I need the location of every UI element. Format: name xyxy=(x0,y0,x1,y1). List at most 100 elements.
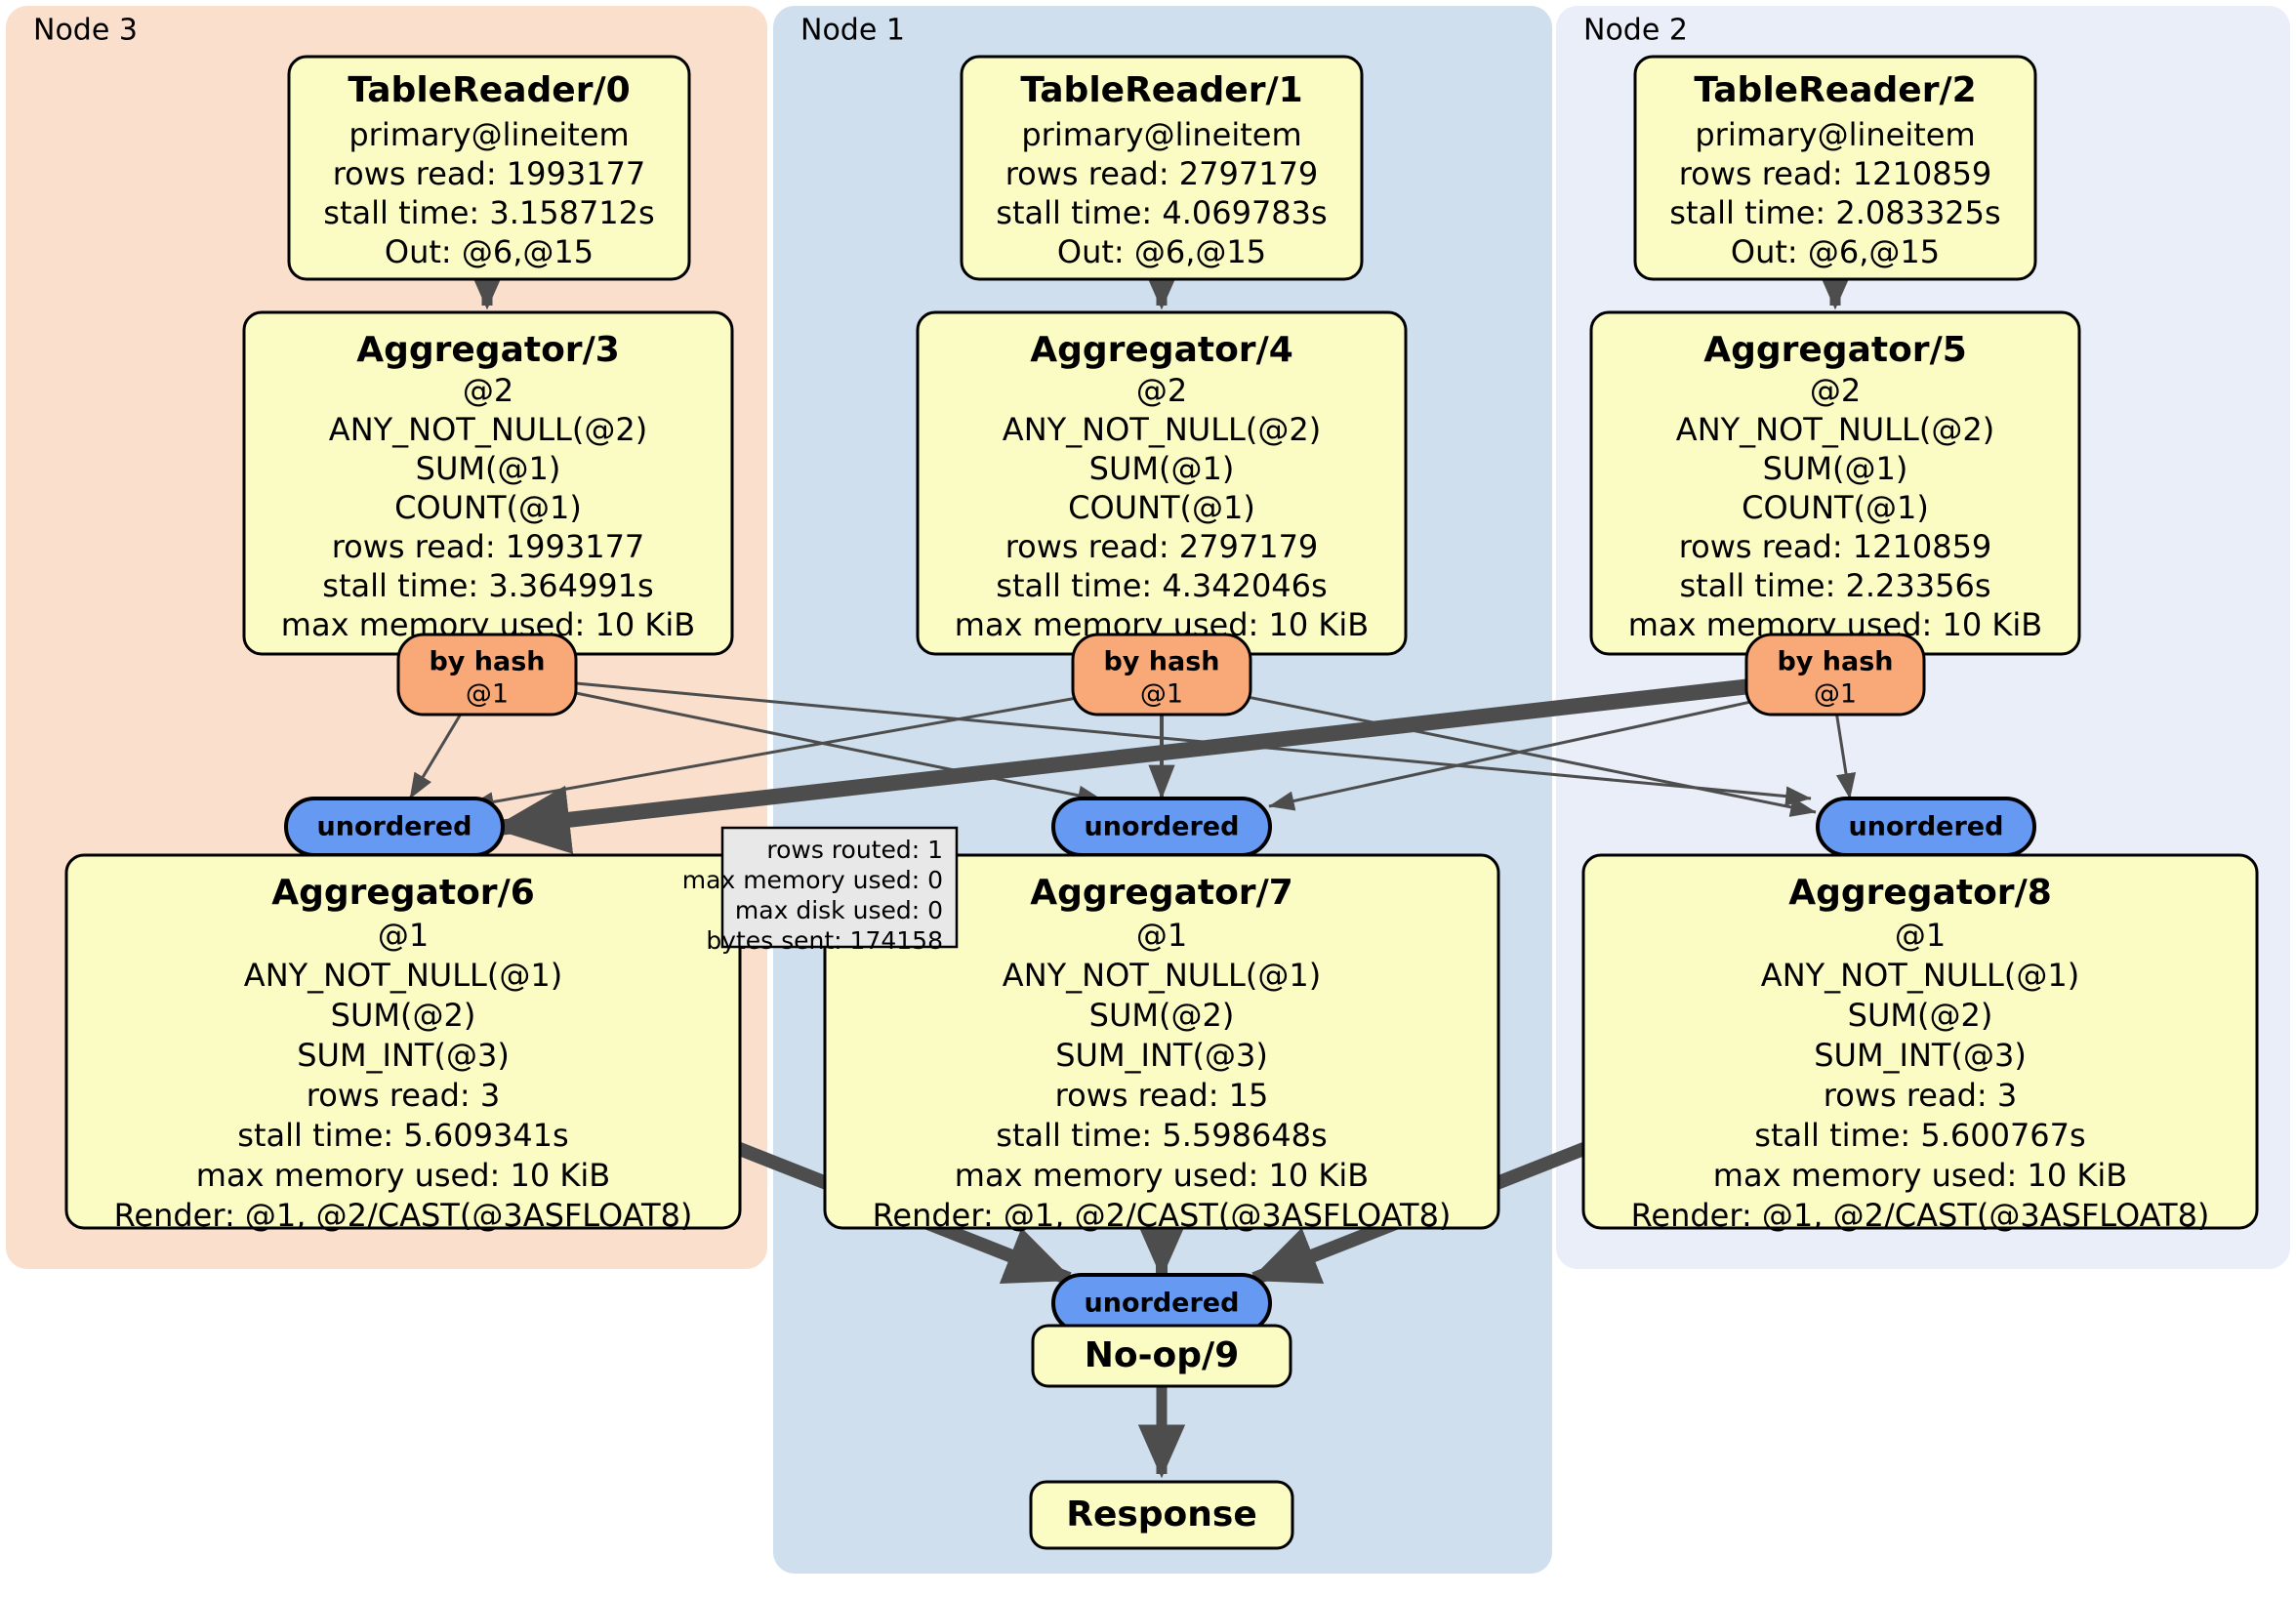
aggregator-6-title: Aggregator/6 xyxy=(271,873,535,913)
table-reader-0-line-3: Out: @6,@15 xyxy=(385,233,594,270)
aggregator-4-line-4: rows read: 2797179 xyxy=(1005,528,1319,565)
aggregator-7[interactable]: Aggregator/7 @1 ANY_NOT_NULL(@1) SUM(@2)… xyxy=(823,853,1500,1234)
aggregator-7-line-2: SUM(@2) xyxy=(1089,997,1235,1034)
aggregator-7-title: Aggregator/7 xyxy=(1030,873,1293,913)
receiver-node-2-label: unordered xyxy=(1849,812,2004,842)
response-label: Response xyxy=(1066,1495,1257,1535)
receiver-unordered-node-3[interactable]: unordered xyxy=(284,797,505,857)
router-node-2-sub: @1 xyxy=(1814,679,1857,710)
aggregator-6-line-2: SUM(@2) xyxy=(331,997,476,1034)
aggregator-8-line-0: @1 xyxy=(1895,917,1946,954)
aggregator-6-line-5: stall time: 5.609341s xyxy=(237,1117,568,1154)
router-node-2-title: by hash xyxy=(1777,647,1893,677)
table-reader-1-line-2: stall time: 4.069783s xyxy=(996,194,1327,231)
aggregator-6-line-3: SUM_INT(@3) xyxy=(297,1037,510,1074)
aggregator-4-title: Aggregator/4 xyxy=(1030,330,1293,370)
aggregator-8-title: Aggregator/8 xyxy=(1788,873,2052,913)
aggregator-6-line-0: @1 xyxy=(378,917,429,954)
receiver-unordered-final[interactable]: unordered xyxy=(1051,1273,1272,1333)
aggregator-7-line-1: ANY_NOT_NULL(@1) xyxy=(1003,957,1321,994)
table-reader-0-line-2: stall time: 3.158712s xyxy=(323,194,654,231)
aggregator-8-line-1: ANY_NOT_NULL(@1) xyxy=(1761,957,2079,994)
aggregator-8-line-5: stall time: 5.600767s xyxy=(1754,1117,2085,1154)
edges-router-to-receiver xyxy=(408,676,1857,854)
router-node-1-title: by hash xyxy=(1103,647,1219,677)
aggregator-3-line-4: rows read: 1993177 xyxy=(332,528,645,565)
tooltip-line-0: rows routed: 1 xyxy=(766,836,943,864)
tooltip-line-2: max disk used: 0 xyxy=(735,896,943,924)
aggregator-5[interactable]: Aggregator/5 @2 ANY_NOT_NULL(@2) SUM(@1)… xyxy=(1589,310,2081,656)
table-reader-2[interactable]: TableReader/2 primary@lineitem rows read… xyxy=(1633,55,2037,281)
table-reader-2-title: TableReader/2 xyxy=(1694,70,1976,110)
aggregator-4-line-5: stall time: 4.342046s xyxy=(996,567,1327,604)
tooltip-line-1: max memory used: 0 xyxy=(682,866,943,894)
aggregator-3-line-1: ANY_NOT_NULL(@2) xyxy=(329,411,647,448)
aggregator-3-title: Aggregator/3 xyxy=(356,330,620,370)
aggregator-8-line-2: SUM(@2) xyxy=(1848,997,1993,1034)
aggregator-7-line-6: max memory used: 10 KiB xyxy=(955,1157,1369,1194)
router-by-hash-node-1[interactable]: by hash @1 xyxy=(1071,633,1252,717)
aggregator-8-line-3: SUM_INT(@3) xyxy=(1814,1037,2027,1074)
router-by-hash-node-3[interactable]: by hash @1 xyxy=(396,633,578,717)
table-reader-1[interactable]: TableReader/1 primary@lineitem rows read… xyxy=(960,55,1364,281)
table-reader-0-title: TableReader/0 xyxy=(348,70,630,110)
aggregator-8-line-4: rows read: 3 xyxy=(1824,1077,2017,1114)
aggregator-3-line-5: stall time: 3.364991s xyxy=(322,567,653,604)
router-node-1-sub: @1 xyxy=(1140,679,1183,710)
table-reader-2-line-2: stall time: 2.083325s xyxy=(1669,194,2000,231)
table-reader-2-line-0: primary@lineitem xyxy=(1695,116,1975,153)
aggregator-7-line-3: SUM_INT(@3) xyxy=(1055,1037,1268,1074)
band-label-node-3: Node 3 xyxy=(33,14,138,48)
aggregator-7-line-4: rows read: 15 xyxy=(1055,1077,1269,1114)
tooltip-line-3: bytes sent: 174158 xyxy=(706,926,943,955)
aggregator-5-line-5: stall time: 2.23356s xyxy=(1679,567,1990,604)
receiver-node-3-label: unordered xyxy=(317,812,472,842)
aggregator-3-line-3: COUNT(@1) xyxy=(394,489,582,526)
aggregator-7-line-0: @1 xyxy=(1136,917,1187,954)
aggregator-4-line-0: @2 xyxy=(1136,372,1187,409)
table-reader-0[interactable]: TableReader/0 primary@lineitem rows read… xyxy=(287,55,691,281)
aggregator-6[interactable]: Aggregator/6 @1 ANY_NOT_NULL(@1) SUM(@2)… xyxy=(64,853,742,1234)
aggregator-5-line-2: SUM(@1) xyxy=(1763,450,1908,487)
aggregator-7-line-7: Render: @1, @2/CAST(@3ASFLOAT8) xyxy=(873,1197,1452,1234)
aggregator-4-line-1: ANY_NOT_NULL(@2) xyxy=(1003,411,1321,448)
band-label-node-1: Node 1 xyxy=(800,14,905,48)
aggregator-8-line-7: Render: @1, @2/CAST(@3ASFLOAT8) xyxy=(1631,1197,2210,1234)
aggregator-5-line-0: @2 xyxy=(1810,372,1861,409)
receiver-node-1-label: unordered xyxy=(1085,812,1240,842)
response-node[interactable]: Response xyxy=(1029,1480,1294,1550)
aggregator-3[interactable]: Aggregator/3 @2 ANY_NOT_NULL(@2) SUM(@1)… xyxy=(242,310,734,656)
table-reader-1-line-3: Out: @6,@15 xyxy=(1057,233,1266,270)
no-op-9-label: No-op/9 xyxy=(1085,1335,1240,1375)
table-reader-2-line-1: rows read: 1210859 xyxy=(1679,155,1992,192)
receiver-unordered-node-1[interactable]: unordered xyxy=(1051,797,1272,857)
aggregator-4-line-2: SUM(@1) xyxy=(1089,450,1235,487)
aggregator-8-line-6: max memory used: 10 KiB xyxy=(1713,1157,2127,1194)
aggregator-6-line-7: Render: @1, @2/CAST(@3ASFLOAT8) xyxy=(114,1197,693,1234)
aggregator-5-line-1: ANY_NOT_NULL(@2) xyxy=(1676,411,1994,448)
router-stats-tooltip: rows routed: 1 max memory used: 0 max di… xyxy=(682,826,959,955)
aggregator-7-line-5: stall time: 5.598648s xyxy=(996,1117,1327,1154)
aggregator-3-line-0: @2 xyxy=(463,372,513,409)
table-reader-0-line-1: rows read: 1993177 xyxy=(333,155,646,192)
aggregator-6-line-1: ANY_NOT_NULL(@1) xyxy=(244,957,562,994)
table-reader-0-line-0: primary@lineitem xyxy=(348,116,629,153)
edges-reader-to-agg xyxy=(463,256,1860,310)
aggregator-8[interactable]: Aggregator/8 @1 ANY_NOT_NULL(@1) SUM(@2)… xyxy=(1581,853,2259,1234)
router-by-hash-node-2[interactable]: by hash @1 xyxy=(1744,633,1926,717)
no-op-9[interactable]: No-op/9 xyxy=(1031,1324,1292,1388)
aggregator-6-line-6: max memory used: 10 KiB xyxy=(196,1157,610,1194)
receiver-final-label: unordered xyxy=(1085,1289,1240,1319)
aggregator-5-line-4: rows read: 1210859 xyxy=(1679,528,1992,565)
band-label-node-2: Node 2 xyxy=(1583,14,1688,48)
aggregator-4[interactable]: Aggregator/4 @2 ANY_NOT_NULL(@2) SUM(@1)… xyxy=(916,310,1408,656)
router-node-3-sub: @1 xyxy=(466,679,509,710)
table-reader-2-line-3: Out: @6,@15 xyxy=(1731,233,1940,270)
aggregator-5-title: Aggregator/5 xyxy=(1703,330,1967,370)
receiver-unordered-node-2[interactable]: unordered xyxy=(1816,797,2036,857)
table-reader-1-line-0: primary@lineitem xyxy=(1021,116,1301,153)
aggregator-4-line-3: COUNT(@1) xyxy=(1068,489,1255,526)
table-reader-1-title: TableReader/1 xyxy=(1020,70,1302,110)
